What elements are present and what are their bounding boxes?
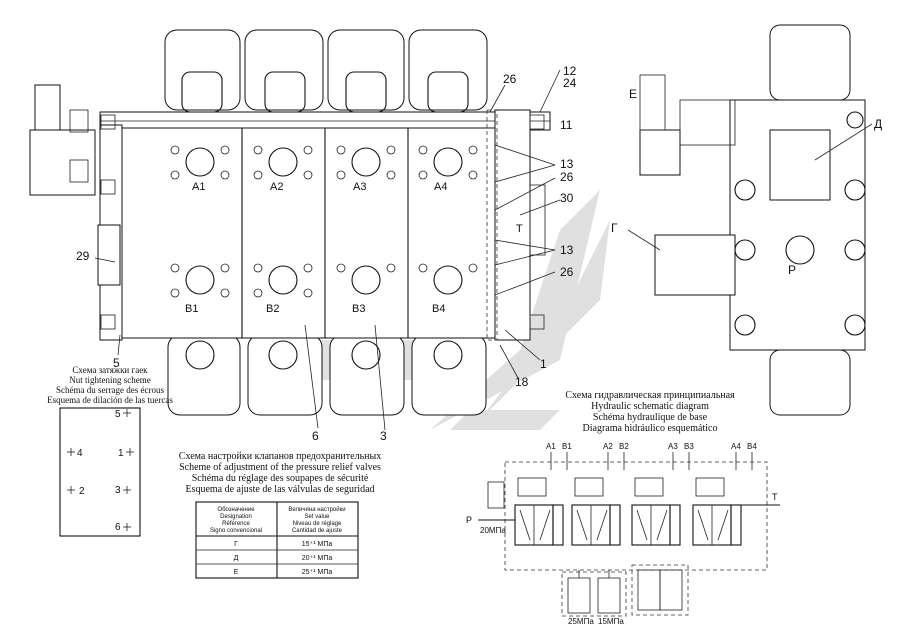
hydraulic-schematic: Схема гидравлическая принципиальная Hydr… (466, 390, 780, 626)
hyd-pressure-20: 20МПа (480, 526, 506, 535)
callout-1: 1 (540, 357, 547, 371)
relief-caption-fr: Schéma du réglage des soupapes de sécuri… (192, 473, 369, 484)
table-header-designation-fr: Référence (222, 521, 250, 527)
table-header-value-es: Cantidad de ajuste (292, 528, 343, 534)
port-label-a3: A3 (353, 181, 366, 193)
hyd-port-a3: A3 (668, 442, 678, 451)
hydraulic-caption-ru: Схема гидравлическая принципиальная (565, 390, 735, 401)
relief-caption-en: Scheme of adjustment of the pressure rel… (179, 462, 381, 473)
nut-caption-en: Nut tightening scheme (69, 375, 150, 385)
table-cell-e: Е (234, 569, 239, 576)
hyd-pressure-25: 25МПа (568, 617, 594, 626)
nut-caption-fr: Schéma du serrage des écrous (56, 385, 164, 395)
solenoid-caps-bottom (167, 334, 487, 416)
hyd-port-a2: A2 (603, 442, 613, 451)
nut-caption-ru: Схема затяжки гаек (72, 365, 148, 375)
callout-26-bottom: 26 (560, 265, 574, 279)
hydraulic-caption-en: Hydraulic schematic diagram (591, 401, 709, 412)
relief-scheme: Схема настройки клапанов предохранительн… (179, 451, 381, 579)
table-header-value-ru: Величина настройки (288, 506, 345, 513)
callout-5: 5 (113, 356, 120, 370)
table-header-value-en: Set value (304, 514, 330, 520)
port-label-a4: A4 (434, 181, 447, 193)
callout-leaders (94, 69, 561, 431)
port-label-a2: A2 (270, 181, 283, 193)
table-header-designation-ru: Обозначение (217, 507, 255, 513)
hyd-port-p: P (466, 515, 472, 525)
hyd-port-b1: B1 (562, 442, 572, 451)
valve-body (119, 127, 501, 339)
solenoid-caps-top (164, 29, 488, 113)
callout-29: 29 (76, 249, 90, 263)
callout-13-top: 13 (560, 157, 574, 171)
hyd-port-t: T (772, 492, 778, 502)
hyd-port-b3: B3 (684, 442, 694, 451)
table-cell-g: Г (234, 541, 238, 548)
side-label-d: Д (874, 117, 882, 131)
nut-number-6: 6 (115, 522, 121, 533)
table-cell-e-value: 25⁺¹ МПа (302, 569, 333, 576)
relief-table: Обозначение Designation Référence Signo … (195, 501, 359, 579)
nut-number-1: 1 (118, 448, 124, 459)
table-cell-g-value: 15⁺¹ МПа (302, 541, 333, 548)
side-label-p: P (788, 263, 796, 277)
nut-caption-es: Esquema de dilación de las tuercas (47, 395, 173, 405)
relief-caption-es: Esquema de ajuste de las válvulas de seg… (185, 484, 374, 495)
nut-number-3: 3 (115, 485, 121, 496)
ports-top (170, 145, 478, 180)
port-label-a1: A1 (192, 181, 205, 193)
hydraulic-caption-fr: Schéma hydraulique de base (593, 412, 708, 423)
hyd-port-b4: B4 (747, 442, 757, 451)
hyd-valve-sections (514, 504, 742, 546)
port-label-t: T (516, 223, 523, 235)
hyd-port-b2: B2 (619, 442, 629, 451)
ports-bottom (170, 263, 478, 298)
port-label-b1: B1 (185, 303, 198, 315)
callout-13-bottom: 13 (560, 243, 574, 257)
nut-scheme: Схема затяжки гаек Nut tightening scheme… (47, 365, 173, 537)
table-cell-d: Д (234, 555, 239, 562)
port-label-b4: B4 (432, 303, 445, 315)
callout-18: 18 (515, 375, 529, 389)
callout-3: 3 (380, 429, 387, 443)
table-cell-d-value: 20⁺¹ МПа (302, 555, 333, 562)
callout-30: 30 (560, 191, 574, 205)
callout-12: 12 (563, 64, 577, 78)
callout-11: 11 (560, 118, 573, 132)
port-label-b3: B3 (352, 303, 365, 315)
nut-number-2: 2 (79, 486, 85, 497)
nut-number-4: 4 (77, 448, 83, 459)
nut-number-5: 5 (115, 409, 121, 420)
table-header-designation-en: Designation (220, 514, 252, 520)
callout-6: 6 (312, 429, 319, 443)
side-label-g: Г (611, 221, 618, 235)
callout-24: 24 (563, 76, 577, 90)
port-label-b2: B2 (266, 303, 279, 315)
hyd-port-a1: A1 (546, 442, 556, 451)
nut-scheme-plate (59, 407, 141, 537)
hyd-port-a4: A4 (731, 442, 741, 451)
table-header-value-fr: Niveau de réglage (293, 521, 342, 527)
callout-26-top: 26 (503, 72, 517, 86)
side-view: E Д Г P (611, 24, 882, 416)
front-view: A1 A2 A3 A4 B1 B2 B3 B4 T 12 24 (29, 29, 577, 443)
table-header-designation-es: Signo convencional (210, 528, 262, 534)
hydraulic-caption-es: Diagrama hidráulico esquemático (583, 423, 718, 434)
side-label-e: E (629, 87, 637, 101)
hyd-pressure-15: 15МПа (598, 617, 624, 626)
callout-26-mid: 26 (560, 170, 574, 184)
relief-caption-ru: Схема настройки клапанов предохранительн… (179, 451, 381, 462)
